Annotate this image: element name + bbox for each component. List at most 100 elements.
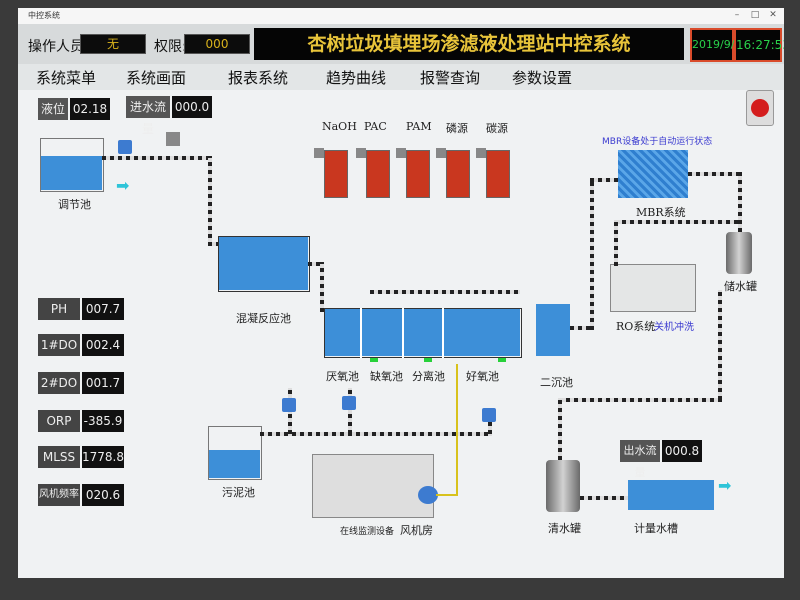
param-label-mlss: MLSS xyxy=(38,446,80,468)
outflow-arrow-icon: ➡ xyxy=(718,476,732,495)
sludge-tank-label: 污泥池 xyxy=(222,486,255,499)
dosing-tank-pam[interactable] xyxy=(406,150,430,198)
inflow-value: 000.0 xyxy=(172,96,212,118)
mbr-label: MBR系统 xyxy=(636,206,686,219)
param-label-do1: 1#DO xyxy=(38,334,80,356)
menu-screen[interactable]: 系统画面 xyxy=(126,69,187,87)
pipe xyxy=(370,290,520,294)
divider xyxy=(442,308,444,358)
status-led xyxy=(498,358,506,362)
pipe xyxy=(570,326,594,330)
storage-tank[interactable] xyxy=(726,232,752,274)
ro-status-text: 关机冲洗 xyxy=(654,322,694,333)
anaerobic-label: 厌氧池 xyxy=(326,370,359,383)
menu-trends[interactable]: 趋势曲线 xyxy=(326,69,387,87)
dosing-pump-icon[interactable] xyxy=(476,148,486,158)
pipe xyxy=(320,262,324,312)
param-label-do2: 2#DO xyxy=(38,372,80,394)
coagulation-tank[interactable] xyxy=(218,236,308,290)
sludge-tank-water xyxy=(209,450,260,478)
regulating-tank[interactable] xyxy=(40,138,104,192)
secondary-settling-label: 二沉池 xyxy=(540,376,573,389)
param-value-ph: 007.7 xyxy=(82,298,124,320)
system-title: 杏树垃圾填埋场渗滤液处理站中控系统 xyxy=(254,28,684,60)
pipe xyxy=(208,242,220,246)
pipe xyxy=(260,432,492,436)
aerobic-label: 好氧池 xyxy=(466,370,499,383)
close-icon[interactable]: ✕ xyxy=(769,10,777,20)
online-monitor-unit[interactable] xyxy=(312,454,434,518)
regulating-tank-water xyxy=(41,156,102,190)
ro-label: RO系统 xyxy=(616,320,656,333)
minimize-icon[interactable]: – xyxy=(734,10,740,20)
mbr-unit[interactable] xyxy=(618,150,688,198)
dosing-pump-icon[interactable] xyxy=(356,148,366,158)
blower-room-label: 风机房 xyxy=(400,524,433,537)
pipe xyxy=(102,156,212,160)
dosing-tank-phosphorus[interactable] xyxy=(446,150,470,198)
dosing-tank-carbon[interactable] xyxy=(486,150,510,198)
maximize-icon[interactable]: □ xyxy=(750,10,760,20)
menu-params[interactable]: 参数设置 xyxy=(512,69,573,87)
inflow-label: 进水流量 xyxy=(126,96,170,136)
status-led xyxy=(370,358,378,362)
blower-icon[interactable] xyxy=(418,486,438,504)
coagulation-tank-label: 混凝反应池 xyxy=(236,312,291,325)
pipe xyxy=(308,262,324,266)
dosing-tank-pac[interactable] xyxy=(366,150,390,198)
dosing-label-pam: PAM xyxy=(406,120,432,133)
pipe xyxy=(738,172,742,232)
dosing-label-pac: PAC xyxy=(364,120,387,133)
regulating-tank-label: 调节池 xyxy=(58,198,91,211)
window-titlebar: 中控系统 – □ ✕ xyxy=(18,8,784,25)
level-value: 02.18 xyxy=(70,98,110,120)
clear-water-tank[interactable] xyxy=(546,460,580,512)
pipe xyxy=(590,178,594,330)
bio-tank-group xyxy=(324,308,520,356)
mbr-status-text: MBR设备处于自动运行状态 xyxy=(602,137,713,147)
divider xyxy=(360,308,362,358)
pipe xyxy=(614,220,738,224)
operator-label: 操作人员: xyxy=(28,39,89,55)
storage-tank-label: 储水罐 xyxy=(724,280,757,293)
dosing-pump-icon[interactable] xyxy=(396,148,406,158)
hmi-screen: 中控系统 – □ ✕ 操作人员: 无 权限: 000 杏树垃圾填埋场渗滤液处理站… xyxy=(18,8,784,578)
sludge-valve-icon[interactable] xyxy=(342,396,356,410)
sludge-tank[interactable] xyxy=(208,426,262,480)
dosing-pump-icon[interactable] xyxy=(436,148,446,158)
param-value-blower-freq: 020.6 xyxy=(82,484,124,506)
outflow-value: 000.8 xyxy=(662,440,702,462)
time-display: 16:27:53 xyxy=(734,28,784,62)
param-label-blower-freq: 风机频率 xyxy=(38,484,80,506)
sludge-valve-icon[interactable] xyxy=(282,398,296,412)
pipe xyxy=(580,496,628,500)
air-pipe xyxy=(456,364,458,496)
emergency-stop-button[interactable] xyxy=(746,90,774,126)
air-pipe xyxy=(436,494,458,496)
param-value-orp: -385.9 xyxy=(82,410,124,432)
date-display: 2019/9/2 xyxy=(690,28,741,62)
menu-alarms[interactable]: 报警查询 xyxy=(420,69,481,87)
metering-tank[interactable] xyxy=(628,480,714,510)
param-label-ph: PH xyxy=(38,298,80,320)
operator-value[interactable]: 无 xyxy=(80,34,146,54)
dosing-label-carbon: 碳源 xyxy=(486,122,508,135)
menu-reports[interactable]: 报表系统 xyxy=(228,69,289,87)
dosing-tank-naoh[interactable] xyxy=(324,150,348,198)
ro-unit[interactable] xyxy=(610,264,696,312)
permission-value[interactable]: 000 xyxy=(184,34,250,54)
anoxic-label: 缺氧池 xyxy=(370,370,403,383)
param-value-do2: 001.7 xyxy=(82,372,124,394)
inlet-valve-icon[interactable] xyxy=(118,140,132,154)
separation-label: 分离池 xyxy=(412,370,445,383)
secondary-settling-tank[interactable] xyxy=(536,304,570,356)
menu-system[interactable]: 系统菜单 xyxy=(36,69,97,87)
menu-bar xyxy=(18,64,784,91)
dosing-pump-icon[interactable] xyxy=(314,148,324,158)
coagulation-tank-frame xyxy=(218,236,310,292)
sludge-valve-icon[interactable] xyxy=(482,408,496,422)
divider xyxy=(402,308,404,358)
inlet-meter-icon xyxy=(166,132,180,146)
outflow-label: 出水流量 xyxy=(620,440,660,479)
pipe xyxy=(348,388,352,434)
